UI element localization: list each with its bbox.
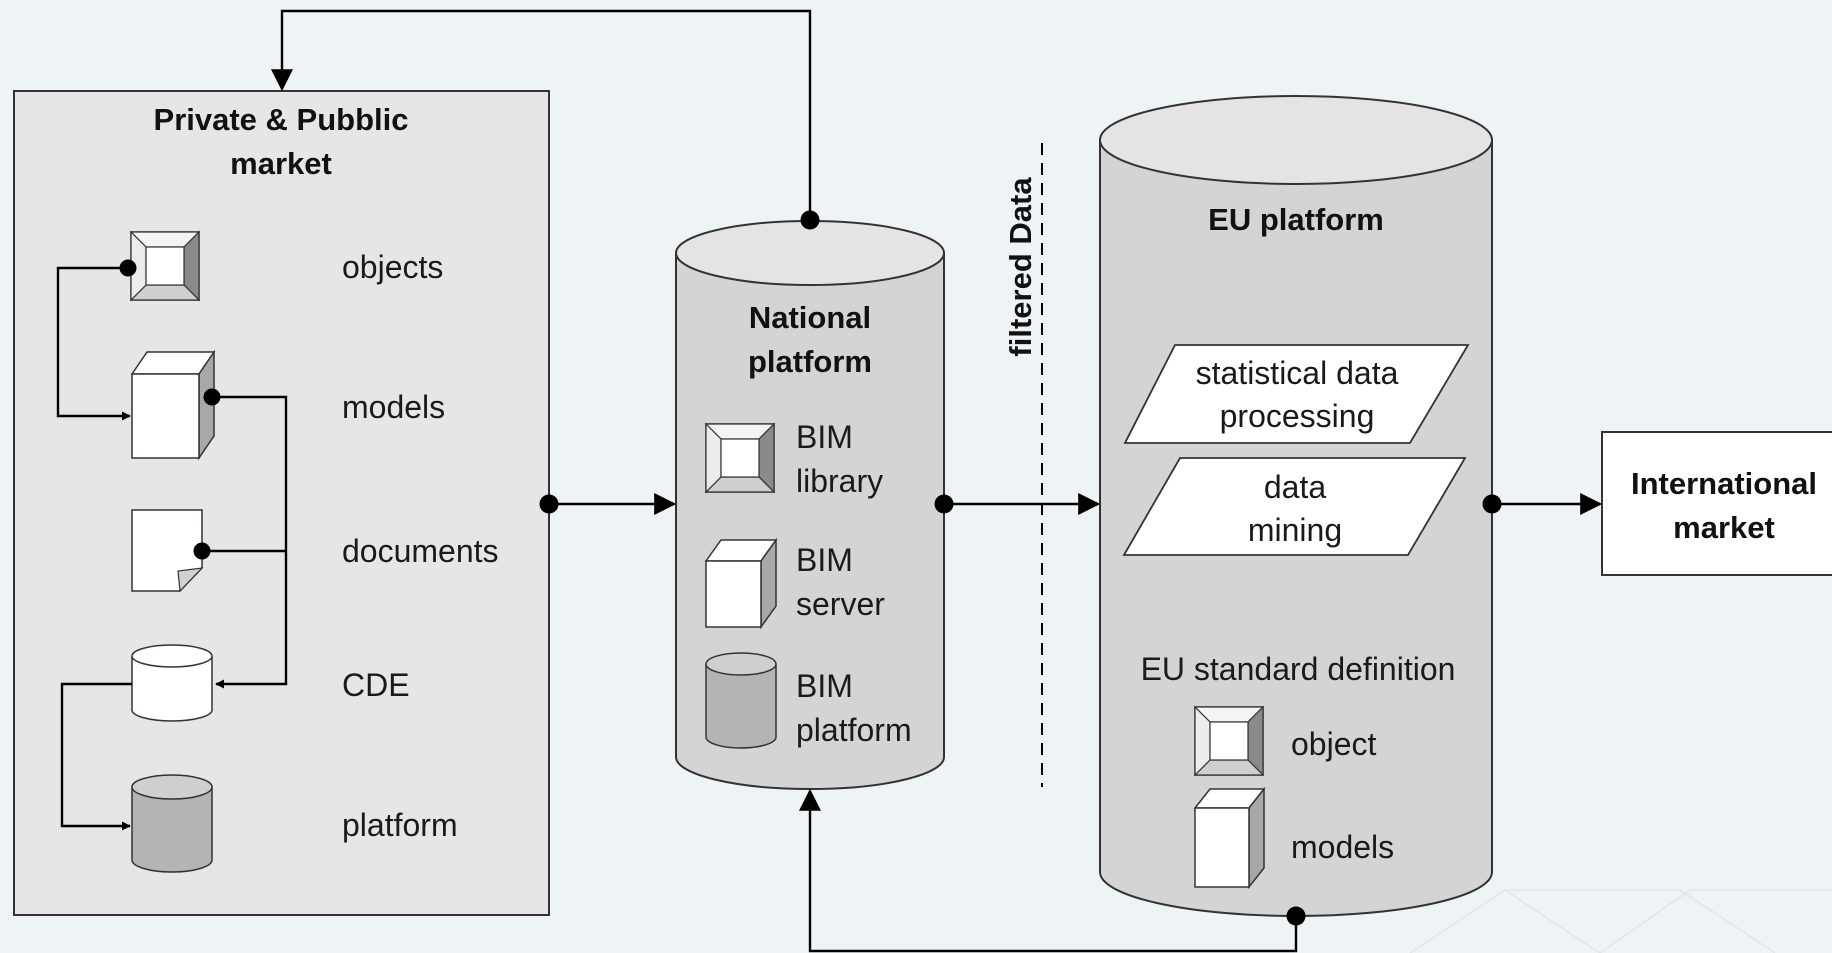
eu-process1-line1: statistical data xyxy=(1196,355,1399,391)
eu-title: EU platform xyxy=(1208,202,1384,237)
model-box-icon xyxy=(704,537,778,630)
eu-process2-line1: data xyxy=(1264,469,1326,505)
international-line1: International xyxy=(1631,466,1817,501)
national-item-bim-platform-line2: platform xyxy=(796,712,912,748)
market-title-line2: market xyxy=(230,146,332,181)
market-panel-box xyxy=(13,90,550,916)
market-item-cde: CDE xyxy=(342,667,410,703)
national-item-bim-server-line1: BIM xyxy=(796,542,853,578)
market-internal-connectors xyxy=(56,259,288,831)
market-item-objects: objects xyxy=(342,249,443,285)
national-cylinder-top xyxy=(675,220,945,286)
flow-connectors xyxy=(271,9,1603,953)
national-to-market-feedback-arrow xyxy=(271,9,812,220)
eu-standard-title: EU standard definition xyxy=(1141,651,1456,687)
eu-standard-item-object: object xyxy=(1291,726,1377,762)
eu-process2-line2: mining xyxy=(1248,512,1342,548)
national-item-bim-library-line2: library xyxy=(796,463,883,499)
market-title-line1: Private & Pubblic xyxy=(154,102,409,137)
market-item-documents: documents xyxy=(342,533,499,569)
eu-process1-line2: processing xyxy=(1220,398,1375,434)
national-item-bim-server-line2: server xyxy=(796,586,885,622)
national-item-bim-platform-line1: BIM xyxy=(796,668,853,704)
model-box-icon xyxy=(130,349,216,461)
national-item-bim-library-line1: BIM xyxy=(796,419,853,455)
national-platform: National platform BIM library BIM server… xyxy=(675,220,945,790)
national-title-line1: National xyxy=(749,300,871,335)
background-pattern xyxy=(1409,889,1832,953)
filter-label: filtered Data xyxy=(1003,177,1038,357)
international-market: International market xyxy=(1601,431,1832,576)
eu-cylinder-top xyxy=(1099,95,1493,185)
platform-cylinder-icon xyxy=(131,774,213,873)
national-title-line2: platform xyxy=(748,344,872,379)
cde-cylinder-icon xyxy=(131,644,213,722)
eu-to-national-feedback-arrow xyxy=(799,788,1298,953)
international-line2: market xyxy=(1673,510,1775,545)
statistical-processing-box xyxy=(1123,344,1470,444)
platform-cylinder-icon xyxy=(705,652,777,749)
market-panel: Private & Pubblic market objects models … xyxy=(13,90,550,916)
object-frame-icon xyxy=(129,230,201,302)
market-item-platform: platform xyxy=(342,807,458,843)
international-market-box xyxy=(1601,431,1832,576)
model-box-icon xyxy=(1193,786,1266,890)
object-frame-icon xyxy=(704,422,776,494)
eu-platform: EU platform statistical data processing … xyxy=(1099,95,1493,917)
document-icon xyxy=(131,509,204,593)
eu-standard-item-models: models xyxy=(1291,829,1394,865)
object-frame-icon xyxy=(1193,705,1265,777)
data-mining-box xyxy=(1122,457,1467,556)
market-item-models: models xyxy=(342,389,445,425)
